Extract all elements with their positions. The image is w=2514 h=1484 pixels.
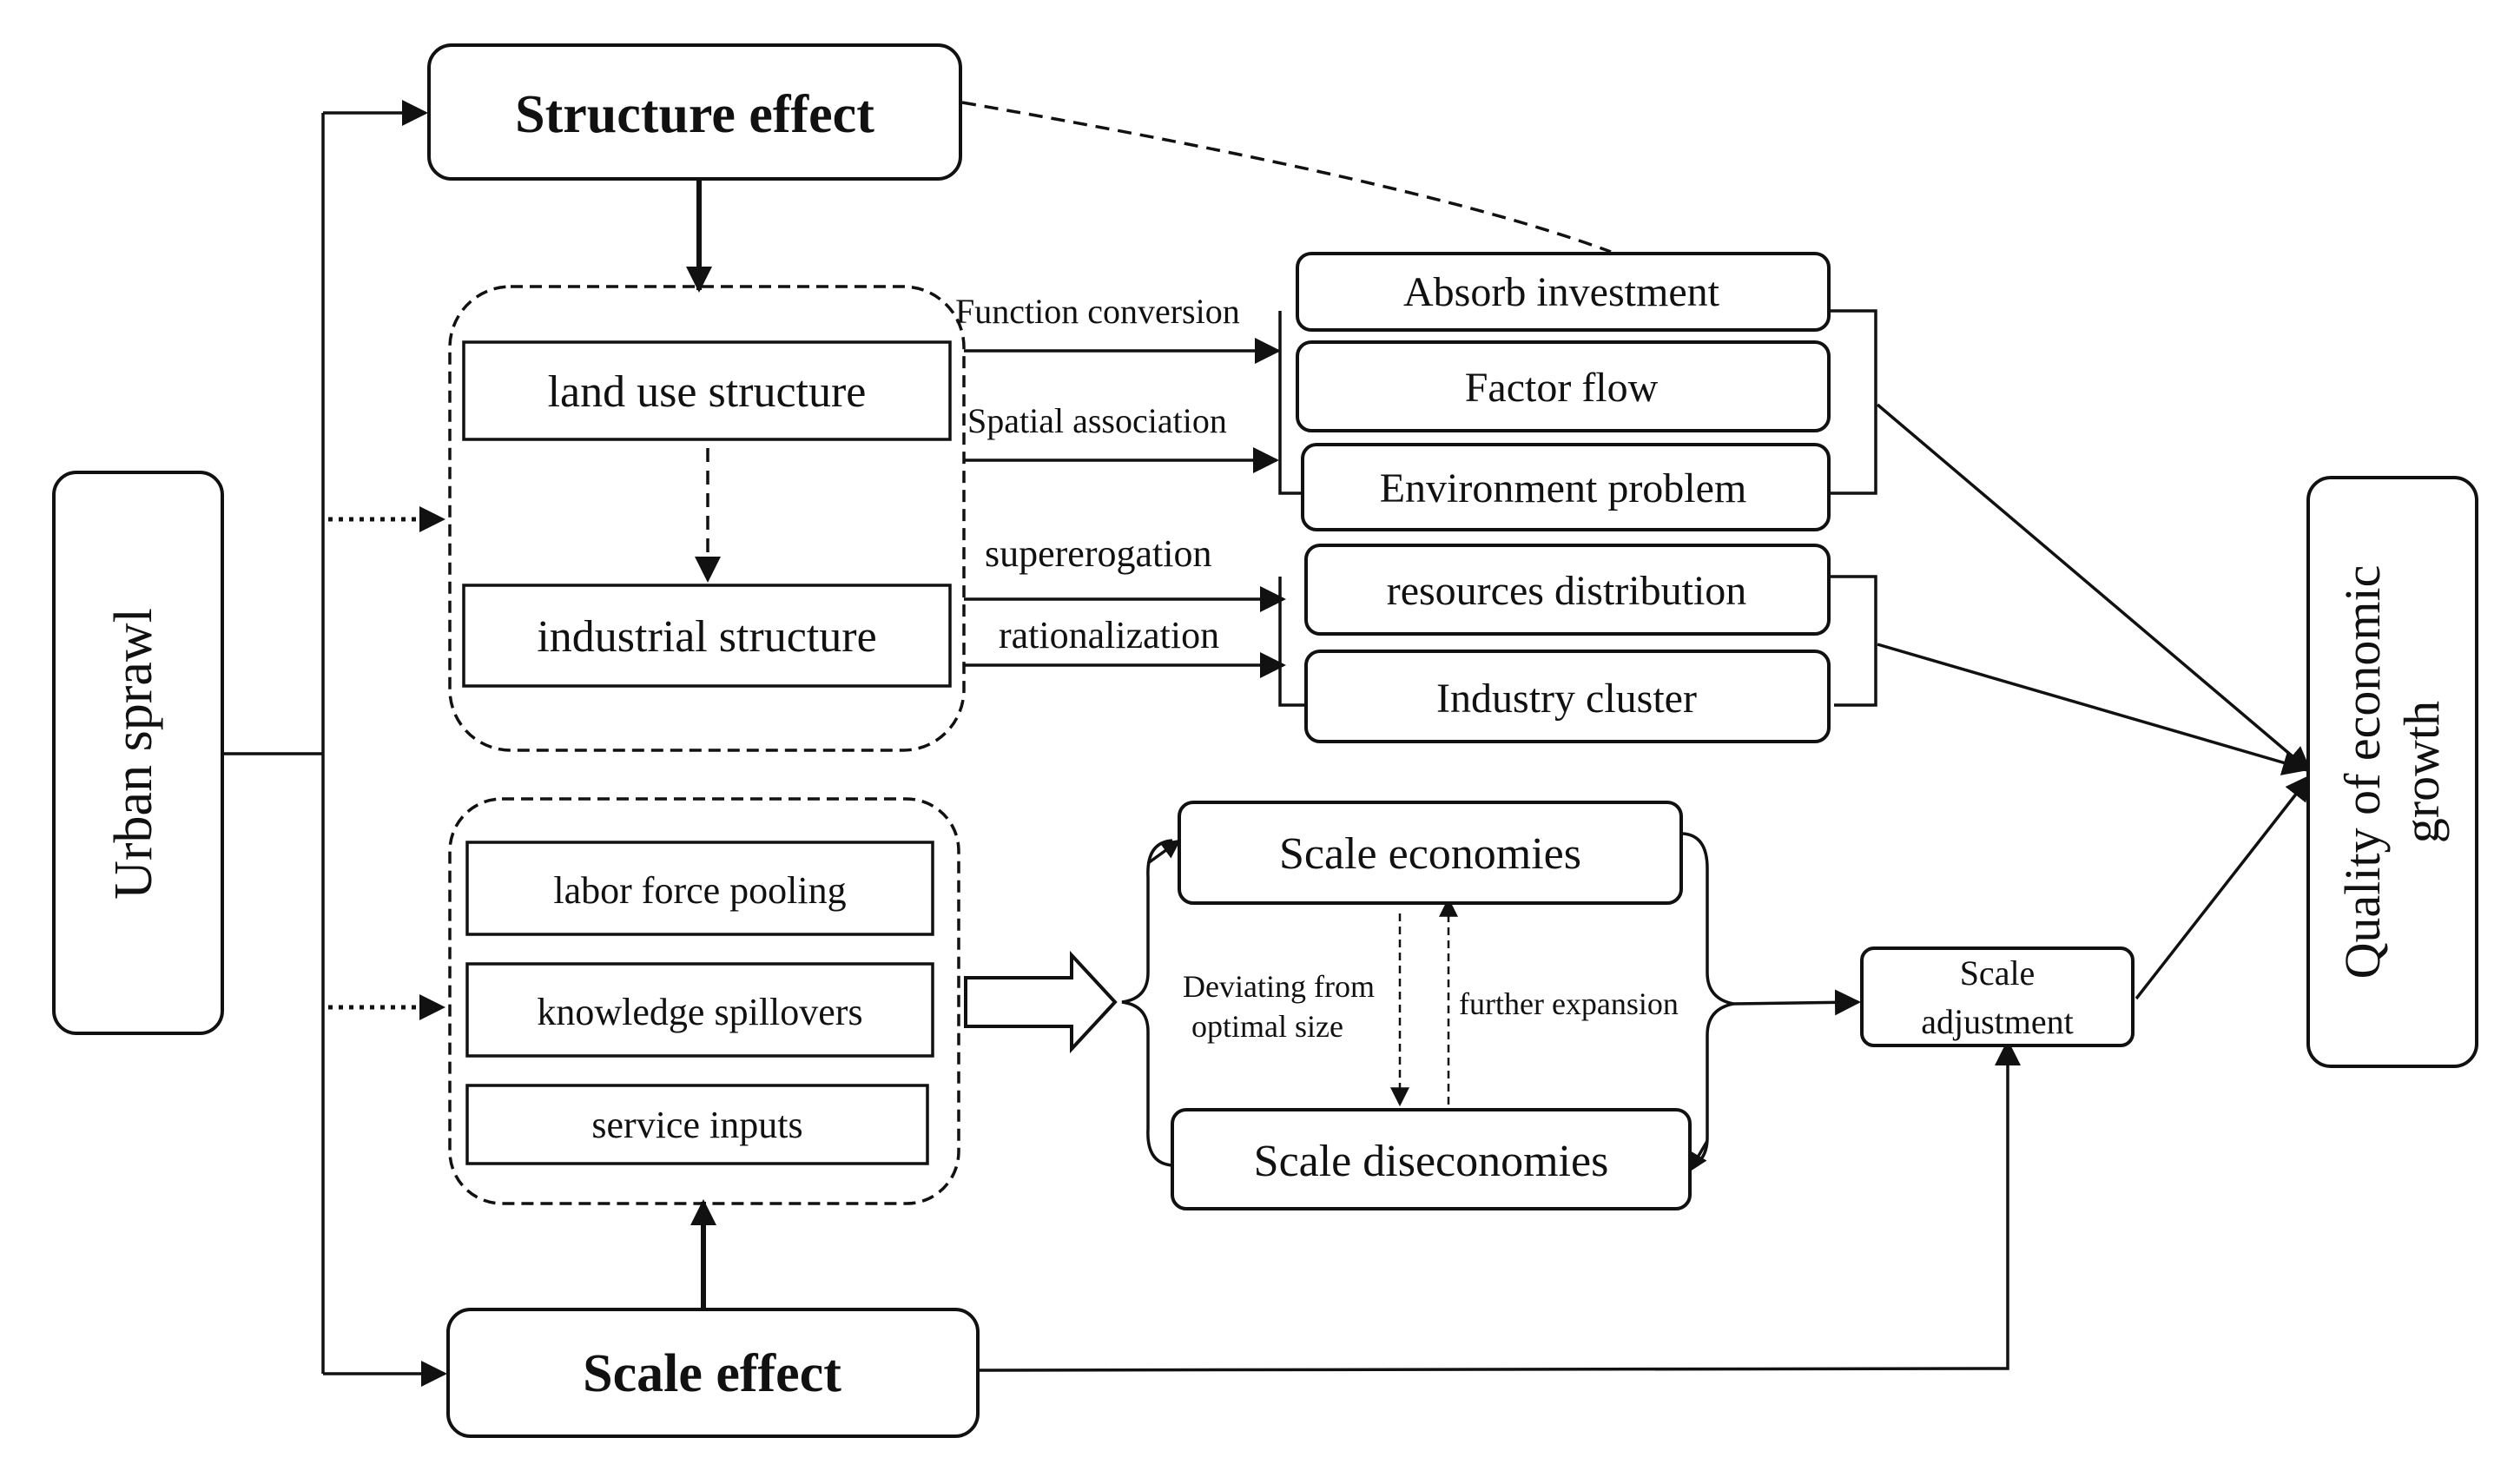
industrial-structure-node: industrial structure [462,584,952,688]
arrow-adjustment-to-quality [2135,774,2312,1000]
land-use-node: land use structure [462,340,952,441]
scale-adjustment-box [1860,946,2135,1047]
label-function-conversion: Function conversion [955,292,1240,331]
factor-flow-label: Factor flow [1465,365,1659,411]
scale-adjustment-label-line1: Scale [1960,953,2036,993]
scale-diseconomies-node: Scale diseconomies [1171,1108,1692,1210]
label-rationalization: rationalization [999,614,1219,656]
label-deviating-line1: Deviating from [1183,969,1375,1004]
label-supererogation: supererogation [985,532,1211,575]
structure-mechanism-group [448,285,966,752]
service-inputs-node: service inputs [465,1084,929,1165]
right-bracket-lower [1829,575,1877,707]
label-further-expansion: further expansion [1459,986,1679,1021]
knowledge-spillovers-box [465,962,934,1058]
scale-economies-box [1178,801,1683,905]
knowledge-spillovers-label: knowledge spillovers [537,991,862,1033]
connectors [224,100,2313,1387]
quality-label-line1: Quality of economic [2334,565,2391,979]
structure-effect-label: Structure effect [515,85,874,144]
urban-sprawl-label: Urban sprawl [104,608,163,900]
edge-labels: Function conversion Spatial association … [955,292,1679,1044]
right-bracket-upper [1829,309,1877,495]
quality-box [2306,476,2478,1068]
scale-adjustment-label-line2: adjustment [1921,1002,2074,1041]
structure-effect-box [427,43,962,181]
land-use-label: land use structure [548,367,867,417]
labor-force-node: labor force pooling [465,841,934,936]
scale-economies-label: Scale economies [1279,829,1581,879]
label-deviating-line2: optimal size [1191,1009,1343,1044]
scale-diseconomies-label: Scale diseconomies [1254,1137,1609,1186]
industrial-structure-box [462,584,952,688]
absorb-investment-box [1296,252,1831,332]
scale-effect-box [446,1308,980,1438]
labor-force-box [465,841,934,936]
knowledge-spillovers-node: knowledge spillovers [465,962,934,1058]
industry-cluster-label: Industry cluster [1436,676,1697,722]
environment-problem-label: Environment problem [1380,465,1747,511]
scale-mechanism-group [448,797,960,1205]
resources-distribution-box [1304,544,1831,636]
service-inputs-label: service inputs [591,1104,802,1146]
scale-diseconomies-box [1171,1108,1692,1210]
left-brace [1121,839,1173,1167]
arrow-upper-to-quality [1876,403,2313,773]
quality-node: Quality of economic growth [2306,476,2478,1068]
quality-label-line2: growth [2393,701,2450,843]
label-spatial-association: Spatial association [967,401,1227,440]
labor-force-label: labor force pooling [553,869,846,912]
resources-distribution-node: resources distribution [1304,544,1831,636]
scale-economies-node: Scale economies [1178,801,1683,905]
arrow-brace-to-economies [1146,839,1181,865]
scale-effect-node: Scale effect [446,1308,980,1438]
urban-sprawl-box [52,471,224,1035]
factor-flow-box [1296,340,1831,432]
land-use-box [462,340,952,441]
environment-problem-node: Environment problem [1301,443,1831,531]
resources-distribution-label: resources distribution [1387,568,1747,614]
scale-adjustment-node: Scale adjustment [1860,946,2135,1047]
environment-problem-box [1301,443,1831,531]
structure-effect-node: Structure effect [427,43,962,181]
hollow-block-arrow [964,950,1118,1054]
left-bracket-lower [1278,577,1306,707]
absorb-investment-label: Absorb investment [1403,269,1720,315]
arrow-scale-to-adjustment [979,1039,2021,1372]
scale-effect-label: Scale effect [583,1344,841,1403]
dashed-curve-structure-to-absorb [961,101,1612,254]
arrow-to-scale-adjustment [1732,989,1861,1016]
arrow-lower-to-quality [1877,643,2309,775]
absorb-investment-node: Absorb investment [1296,252,1831,332]
urban-sprawl-node: Urban sprawl [52,471,224,1035]
factor-flow-node: Factor flow [1296,340,1831,432]
industrial-structure-label: industrial structure [537,612,876,662]
arrow-brace-to-diseconomies [1688,1140,1709,1172]
left-bracket-upper [1278,311,1303,495]
industry-cluster-box [1304,650,1831,743]
industry-cluster-node: Industry cluster [1304,650,1831,743]
service-inputs-box [465,1084,929,1165]
